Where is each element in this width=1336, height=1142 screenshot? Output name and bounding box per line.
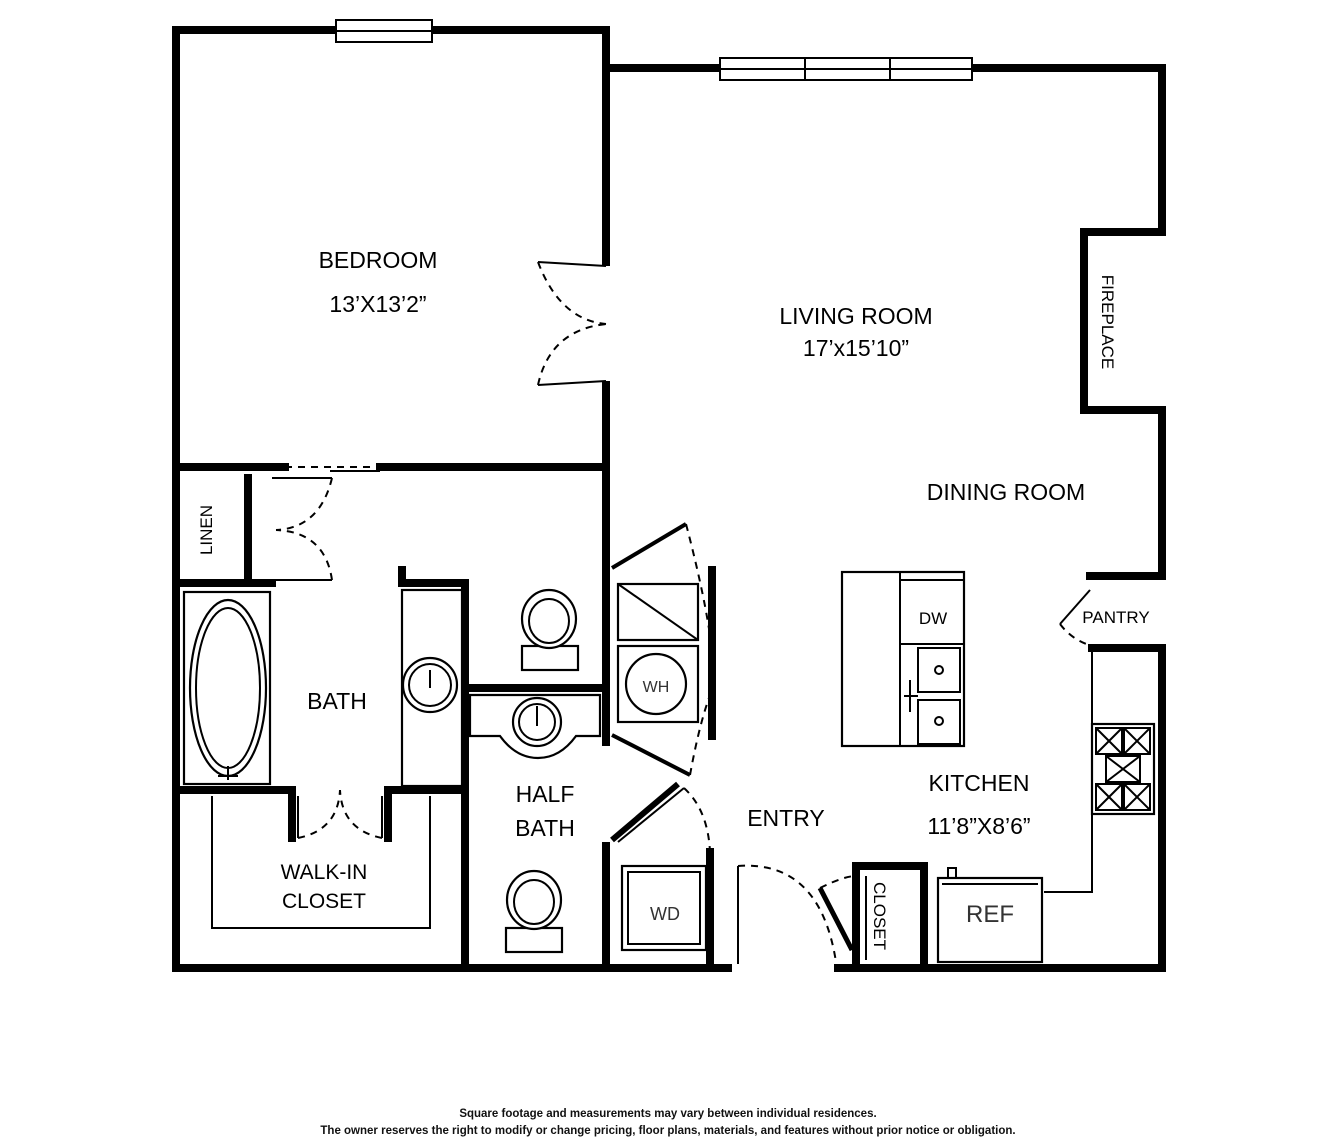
bath-label: BATH xyxy=(307,688,367,714)
disclaimer-line-1: Square footage and measurements may vary… xyxy=(459,1108,877,1120)
disclaimer-line-2: The owner reserves the right to modify o… xyxy=(320,1125,1016,1137)
living-room-label: LIVING ROOM xyxy=(779,303,932,329)
fireplace-label: FIREPLACE xyxy=(1098,275,1117,369)
closet-label: CLOSET xyxy=(870,882,889,950)
kitchen-label: KITCHEN xyxy=(929,770,1030,796)
window-bedroom xyxy=(335,19,433,43)
bedroom-size: 13’X13’2” xyxy=(329,291,426,317)
living-room-size: 17’x15’10” xyxy=(803,335,909,361)
water-heater-label: WH xyxy=(643,679,670,696)
labels: BEDROOM 13’X13’2” LIVING ROOM 17’x15’10”… xyxy=(197,247,1150,950)
kitchen-size: 11’8”X8’6” xyxy=(927,813,1030,839)
linen-label: LINEN xyxy=(197,505,216,555)
pantry-label: PANTRY xyxy=(1082,608,1149,627)
fixtures xyxy=(182,570,1156,964)
doors xyxy=(272,261,1093,964)
walk-in-closet-label-2: CLOSET xyxy=(282,890,366,913)
refrigerator-label: REF xyxy=(966,901,1014,928)
half-bath-label-2: BATH xyxy=(515,815,575,841)
bedroom-label: BEDROOM xyxy=(319,247,438,273)
disclaimer: Square footage and measurements may vary… xyxy=(0,1106,1336,1140)
walk-in-closet-label-1: WALK-IN xyxy=(281,861,368,884)
half-bath-label-1: HALF xyxy=(516,781,575,807)
walls xyxy=(172,26,1166,972)
dishwasher-label: DW xyxy=(919,609,947,628)
washer-dryer-label: WD xyxy=(650,904,680,924)
entry-label: ENTRY xyxy=(747,805,825,831)
window-living xyxy=(719,57,973,81)
dining-room-label: DINING ROOM xyxy=(927,479,1085,505)
floor-plan: BEDROOM 13’X13’2” LIVING ROOM 17’x15’10”… xyxy=(172,19,1166,972)
